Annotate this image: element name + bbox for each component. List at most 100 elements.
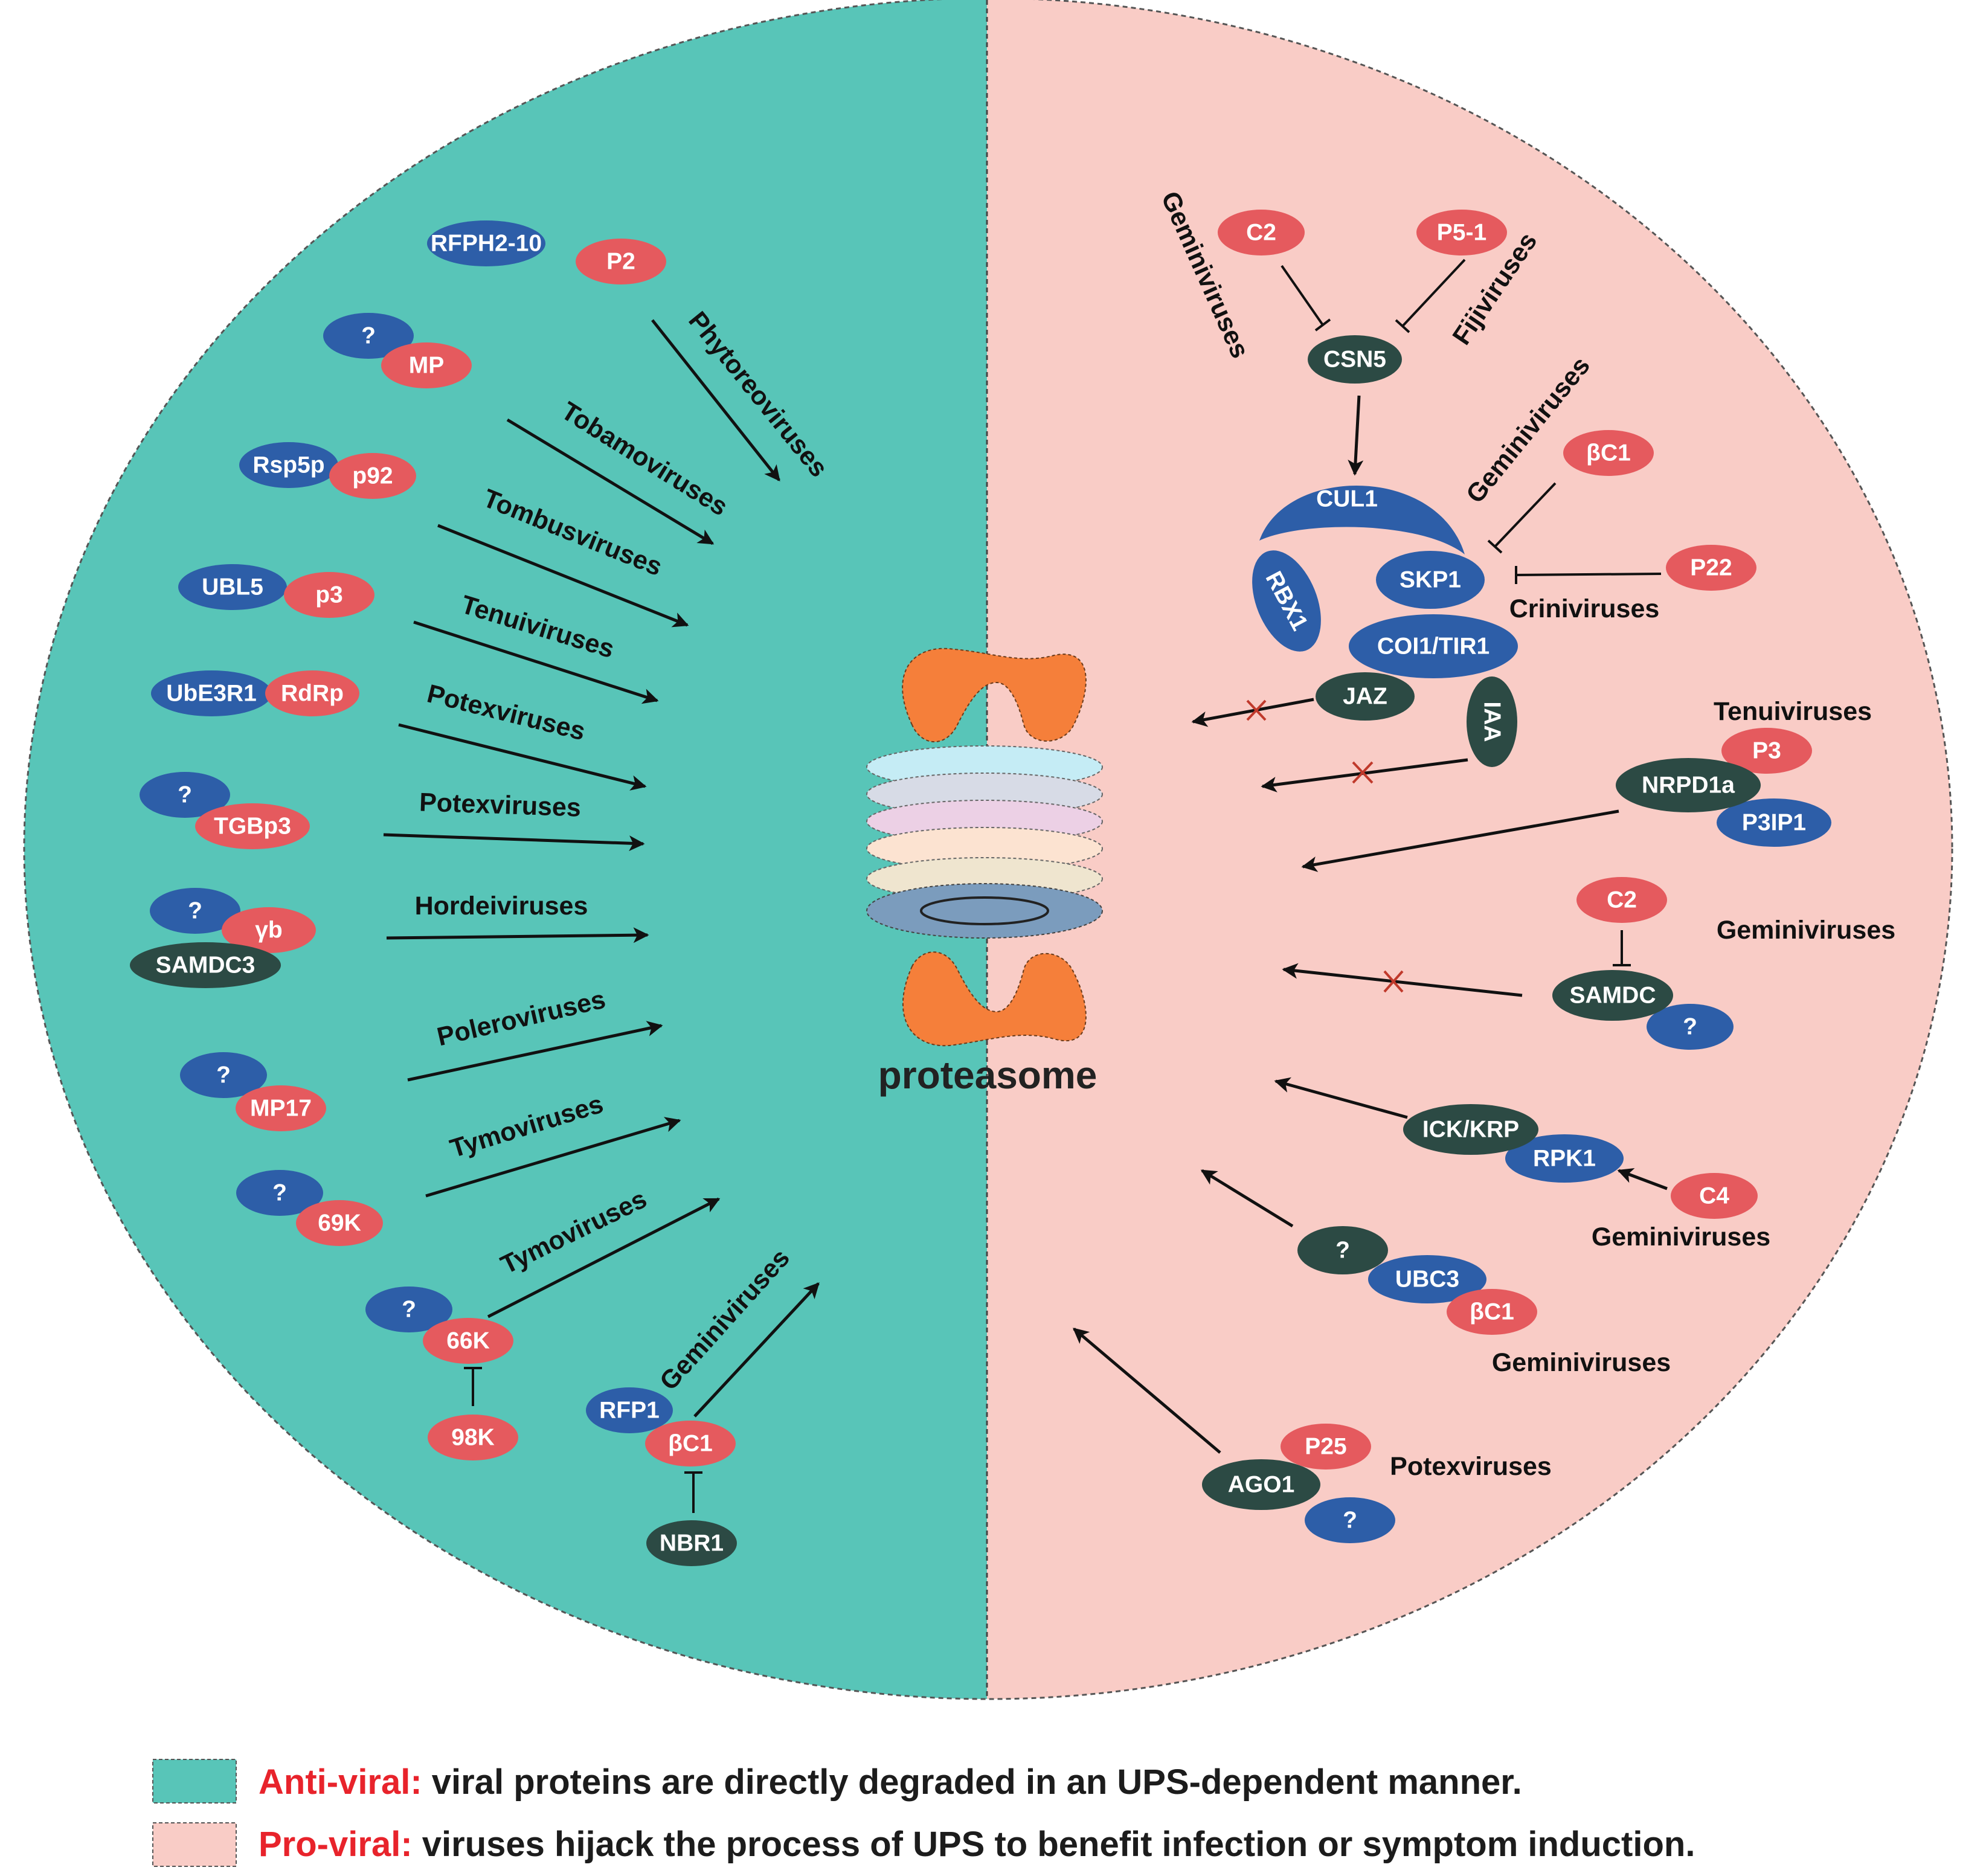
host-protein (427, 220, 545, 266)
host-protein-label: UBL5 (202, 574, 263, 600)
skp1-label: SKP1 (1400, 567, 1461, 593)
host-protein (236, 1170, 323, 1216)
coi1-protein (1349, 614, 1518, 678)
host-protein (150, 888, 240, 934)
viral-protein (1666, 545, 1756, 591)
jaz-label: JAZ (1343, 684, 1387, 710)
viral-protein (329, 453, 416, 499)
blocked-cross-icon (1246, 699, 1267, 721)
virus-label: Criniviruses (1509, 594, 1660, 623)
viral-protein (284, 572, 374, 618)
host-protein-label: Rsp5p (252, 452, 324, 478)
arrow-icon (413, 620, 659, 704)
host-dark-protein-label: SAMDC3 (156, 952, 255, 978)
viral-protein (1721, 728, 1812, 774)
viral-protein (265, 670, 359, 716)
viral-protein-label: βC1 (1586, 440, 1631, 466)
host-protein-label: UbE3R1 (166, 681, 257, 707)
skp1-protein (1376, 551, 1485, 609)
host-protein (140, 772, 230, 818)
viral-protein-label: P2 (606, 249, 635, 275)
viral-protein (645, 1421, 736, 1466)
host-protein-label: ? (272, 1180, 287, 1206)
arrow-icon (1261, 758, 1468, 792)
arrow-icon (407, 1021, 663, 1082)
virus-label: Geminiviruses (1592, 1222, 1770, 1251)
host-dark-protein (1297, 1226, 1388, 1274)
legend-proviral-key: Pro-viral: (259, 1825, 413, 1864)
arrow-icon (1274, 1077, 1408, 1119)
blocked-cross-icon (1352, 761, 1374, 784)
host-dark-protein (1616, 758, 1761, 812)
arrow-icon (1348, 395, 1364, 476)
inhibition-icon (1401, 259, 1466, 327)
viral-protein-label: p3 (315, 582, 343, 608)
host-protein-label: ? (216, 1062, 231, 1088)
host-protein-label: RFPH2-10 (431, 231, 542, 257)
legend-antiviral-description: viral proteins are directly degraded in … (422, 1762, 1522, 1802)
viral-protein (236, 1085, 326, 1131)
inhibition-icon (1515, 573, 1662, 576)
virus-label: Potexviruses (1390, 1452, 1552, 1481)
host-protein-label: P3IP1 (1742, 810, 1806, 836)
viral-protein (1671, 1173, 1758, 1219)
viral-protein-label: p92 (352, 463, 393, 489)
viral-protein-label: βC1 (1470, 1299, 1514, 1325)
viral-protein (428, 1415, 518, 1460)
arrow-icon (386, 927, 649, 943)
arrow-icon (425, 1117, 681, 1198)
viral-protein (1563, 430, 1654, 476)
host-protein-label: ? (1683, 1014, 1697, 1040)
viral-protein-label: P3 (1752, 738, 1781, 764)
host-protein (1717, 798, 1831, 847)
arrow-icon (693, 1282, 820, 1418)
host-dark-protein (130, 942, 281, 988)
viral-protein-label: P25 (1305, 1434, 1346, 1460)
viral-protein (1218, 210, 1305, 255)
inhibitor-label: NBR1 (660, 1531, 724, 1556)
proteasome-icon (866, 647, 1103, 1047)
blocked-cross-icon (1383, 970, 1404, 993)
viral-protein-label: RdRp (281, 681, 344, 707)
arrow-icon (1282, 963, 1523, 997)
viral-protein-label: P5-1 (1437, 220, 1486, 246)
host-dark-protein (1308, 335, 1402, 384)
host-dark-protein-label: ICK/KRP (1422, 1117, 1519, 1143)
arrow-icon (651, 319, 780, 482)
viral-protein-label: P22 (1690, 555, 1732, 581)
arrow-icon (1617, 1168, 1668, 1190)
host-protein-label: UBC3 (1395, 1267, 1459, 1293)
host-protein-label: ? (188, 898, 202, 924)
host-dark-protein (1403, 1104, 1538, 1155)
arrow-icon (506, 418, 715, 545)
jaz-protein (1316, 672, 1415, 721)
host-protein (1505, 1134, 1624, 1183)
arrow-icon (1191, 698, 1314, 727)
host-protein-label: ? (402, 1297, 416, 1323)
viral-protein-label: C2 (1246, 220, 1276, 246)
host-dark-protein (646, 1520, 737, 1566)
viral-protein-label: 69K (318, 1210, 361, 1236)
virus-label: Potexviruses (419, 788, 581, 822)
host-dark-protein-label: ? (1335, 1238, 1350, 1264)
inhibitor-label: 98K (451, 1425, 495, 1451)
viral-protein (1416, 210, 1507, 255)
viral-protein (381, 342, 472, 388)
legend-antiviral-key: Anti-viral: (259, 1762, 422, 1802)
arrow-icon (437, 524, 689, 628)
host-protein (151, 670, 272, 716)
arrow-icon (487, 1197, 721, 1319)
viral-protein (576, 239, 666, 284)
inhibition-icon (1494, 482, 1557, 548)
host-protein-label: ? (178, 782, 192, 808)
viral-protein (296, 1200, 383, 1246)
legend-proviral-text: Pro-viral: viruses hijack the process of… (259, 1825, 1695, 1864)
inhibition-icon (1314, 318, 1331, 332)
host-protein-label: RFP1 (599, 1398, 660, 1424)
legend-proviral-swatch (152, 1822, 237, 1867)
host-protein-label: RPK1 (1533, 1146, 1596, 1172)
arrow-icon (1200, 1169, 1294, 1228)
cell-outline (23, 0, 1953, 1700)
arrow-icon (1073, 1328, 1221, 1454)
